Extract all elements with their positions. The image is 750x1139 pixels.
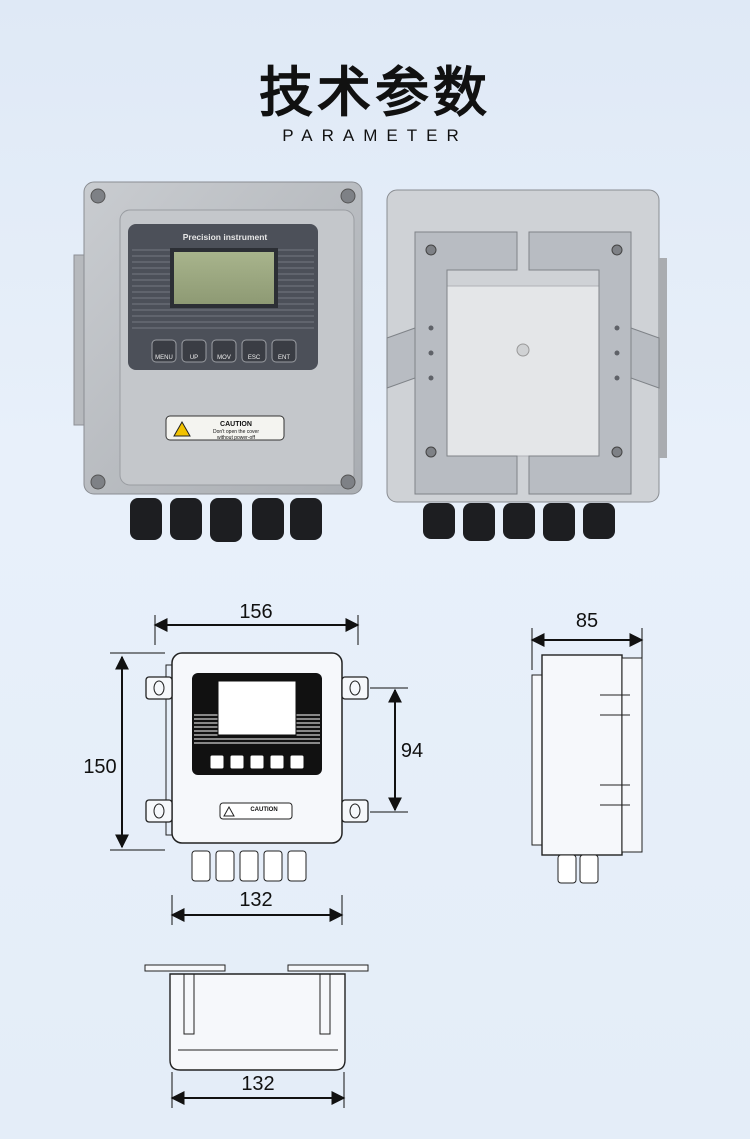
caution-line1: Don't open the cover (213, 429, 259, 435)
back-device-photo (386, 189, 667, 541)
dim-height-150: 150 (83, 756, 116, 778)
warning-icon (173, 420, 191, 437)
caution-title: CAUTION (220, 421, 252, 428)
key-esc: ESC (248, 355, 261, 361)
dim-depth-85: 85 (576, 610, 598, 632)
drawing-caution: CAUTION (250, 807, 277, 813)
page-subtitle: PARAMETER (282, 126, 468, 145)
brand-label: Precision instrument (183, 232, 268, 242)
dim-mount-94: 94 (401, 740, 423, 762)
side-dimension-drawing: 85 (530, 610, 644, 884)
front-dimension-drawing: 156 150 94 CAUTION 132 (83, 601, 423, 925)
bottom-dimension-drawing: 132 (144, 964, 369, 1108)
key-ent: ENT (278, 355, 290, 361)
key-up: UP (190, 355, 198, 361)
caution-line2: without power-off (217, 435, 256, 441)
key-mov: MOV (217, 355, 231, 361)
lcd-screen (174, 252, 274, 304)
key-menu: MENU (155, 355, 173, 361)
screw-icon (90, 188, 356, 490)
dim-bottom-132: 132 (239, 889, 272, 911)
dim-width-156: 156 (239, 601, 272, 623)
front-device-photo: Precision instrument MENU UP MOV ESC ENT… (73, 181, 363, 542)
dim-bottom-view-132: 132 (241, 1073, 274, 1095)
page-title: 技术参数 (259, 61, 491, 124)
